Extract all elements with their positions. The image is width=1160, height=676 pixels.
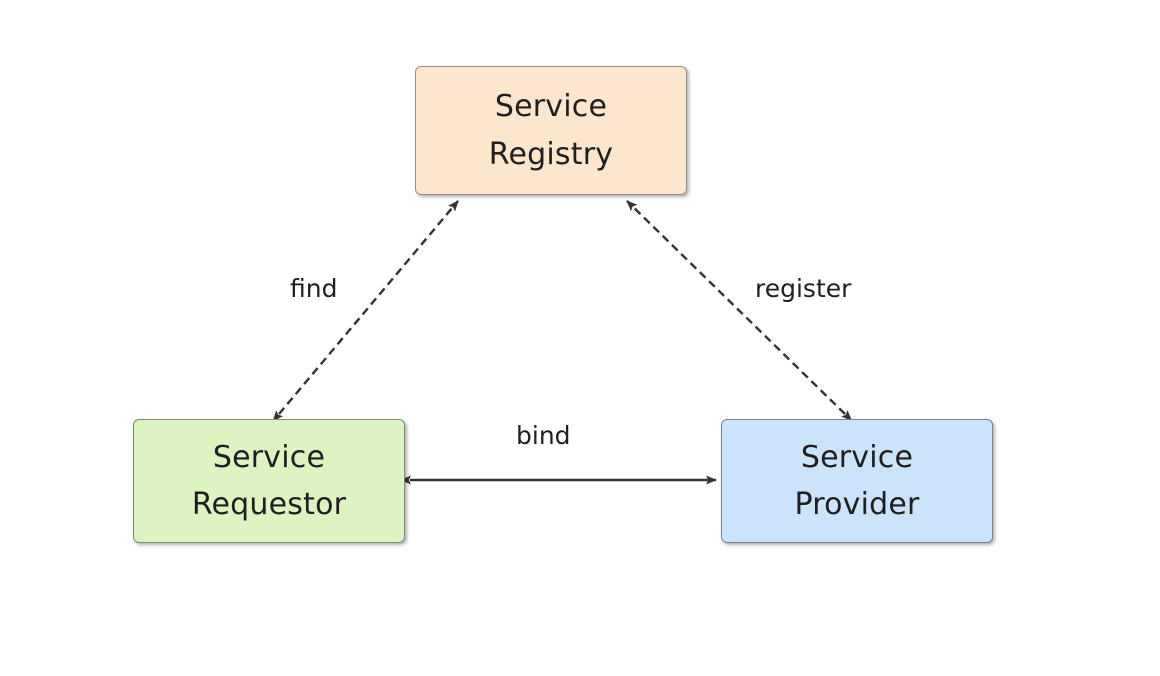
edge-label-find: find <box>290 274 338 303</box>
edge-find-line <box>272 200 459 422</box>
node-service-requestor-label: Service Requestor <box>191 439 347 522</box>
edge-label-register: register <box>755 274 852 303</box>
edge-label-bind: bind <box>516 421 571 450</box>
node-service-requestor[interactable]: Service Requestor <box>133 419 405 543</box>
node-service-provider[interactable]: Service Provider <box>721 419 993 543</box>
node-service-provider-label: Service Provider <box>794 439 920 522</box>
edge-register-line <box>626 200 853 421</box>
node-service-registry-label: Service Registry <box>488 89 614 172</box>
node-service-registry[interactable]: Service Registry <box>415 66 687 195</box>
